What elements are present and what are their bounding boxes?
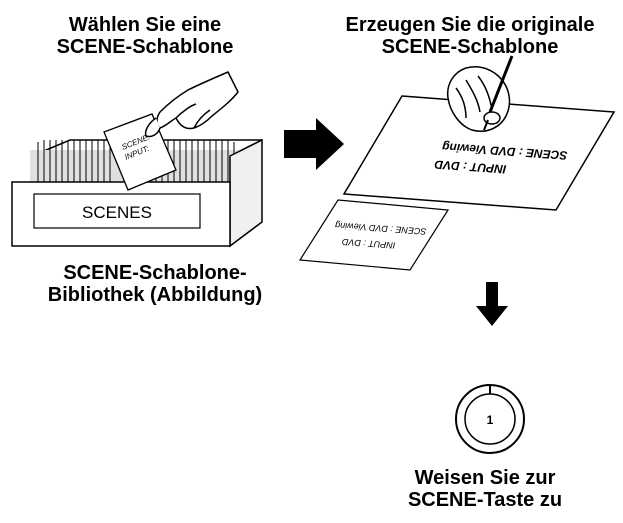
right-arrow-icon [284,118,344,170]
small-template-card: SCENE : DVD Viewing INPUT : DVD [298,199,450,271]
key-number: 1 [487,413,494,427]
step2-title: Erzeugen Sie die originale SCENE-Schablo… [325,14,615,58]
box-label: SCENES [82,203,152,222]
writing-hand-icon [446,55,514,132]
sheet-input-text: INPUT : DVD [434,157,507,176]
step1-title-line2: SCENE-Schablone [56,36,234,58]
hand-icon [144,71,239,138]
step3-caption: Weisen Sie zur SCENE-Taste zu [385,467,585,511]
step3-caption-line1: Weisen Sie zur [414,467,556,489]
down-arrow-icon [476,282,508,326]
step1-title-line1: Wählen Sie eine [68,14,222,36]
library-caption: SCENE-Schablone- Bibliothek (Abbildung) [40,262,270,306]
small-card-input-text: INPUT : DVD [341,237,396,251]
step1-title: Wählen Sie eine SCENE-Schablone [30,14,260,58]
library-caption-line1: SCENE-Schablone- [63,262,247,284]
step2-title-line1: Erzeugen Sie die originale [345,14,595,36]
original-template-sheet: SCENE : DVD Viewing INPUT : DVD [342,95,616,211]
step3-caption-line2: SCENE-Taste zu [407,489,563,511]
scene-key-button: 1 [455,384,525,454]
library-caption-line2: Bibliothek (Abbildung) [47,284,263,306]
step2-title-line2: SCENE-Schablone [381,36,559,58]
